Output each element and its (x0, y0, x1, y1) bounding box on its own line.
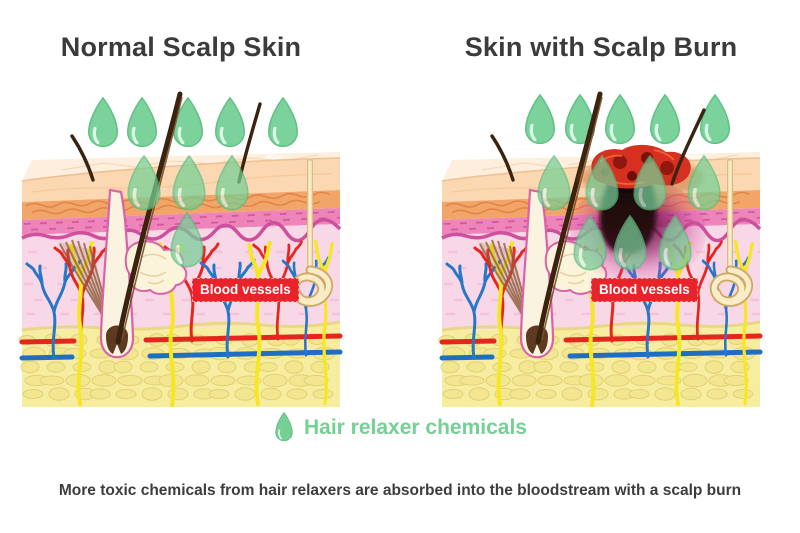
droplet-icon (87, 96, 299, 149)
burn-scalp-diagram (442, 92, 760, 412)
panel-title-burn: Skin with Scalp Burn (464, 32, 738, 62)
blood-vessels-label: Blood vessels (591, 278, 698, 302)
blood-vessels-label: Blood vessels (192, 278, 299, 302)
normal-scalp-diagram (22, 92, 340, 412)
panel-title-normal: Normal Scalp Skin (60, 32, 302, 62)
droplet-icon (274, 412, 294, 442)
burn-scalp-panel: Blood vessels (442, 92, 760, 412)
legend: Hair relaxer chemicals (0, 412, 800, 443)
caption: More toxic chemicals from hair relaxers … (58, 482, 742, 499)
legend-label: Hair relaxer chemicals (304, 415, 527, 439)
normal-scalp-panel: Blood vessels (22, 92, 340, 412)
